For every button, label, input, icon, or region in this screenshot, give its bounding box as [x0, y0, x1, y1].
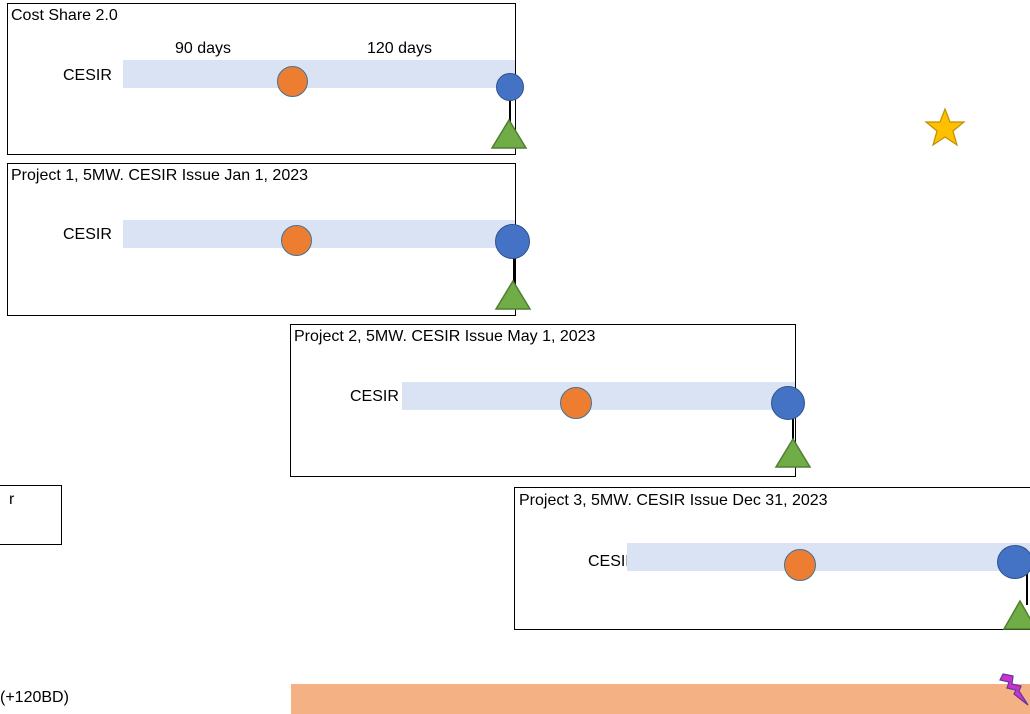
milestone-triangle	[494, 279, 532, 310]
milestone-triangle	[1002, 599, 1030, 630]
header-label-120-days: 120 days	[367, 40, 432, 57]
header-label-90-days: 90 days	[175, 40, 232, 57]
timeline-band	[291, 684, 1030, 714]
cesir-bar	[123, 220, 515, 248]
row-label-cesir: CESIR	[63, 226, 112, 243]
lightning-icon	[999, 673, 1029, 706]
row-label-cesir: CESIR	[350, 388, 399, 405]
box-title: Project 2, 5MW. CESIR Issue May 1, 2023	[294, 328, 596, 345]
milestone-end-circle	[495, 224, 530, 259]
milestone-end-circle	[997, 545, 1030, 579]
partial-box: r	[0, 485, 62, 545]
milestone-triangle	[774, 437, 812, 468]
milestone-line	[509, 85, 511, 125]
milestone-end-circle	[771, 386, 805, 420]
milestone-mid-circle	[277, 66, 308, 97]
milestone-line	[792, 410, 794, 445]
cesir-bar	[627, 543, 1030, 571]
milestone-line	[1026, 570, 1028, 605]
row-label-cesir: CESIR	[588, 553, 637, 570]
milestone-end-circle	[496, 73, 524, 101]
milestone-triangle	[490, 118, 528, 149]
box-title: Project 3, 5MW. CESIR Issue Dec 31, 2023	[519, 492, 828, 509]
milestone-mid-circle	[560, 387, 592, 419]
box-title: Cost Share 2.0	[11, 7, 118, 24]
cesir-bar	[123, 60, 515, 88]
row-label-cesir: CESIR	[63, 67, 112, 84]
bottom-label: (+120BD)	[0, 689, 69, 706]
cesir-bar	[402, 382, 795, 410]
box-title: Project 1, 5MW. CESIR Issue Jan 1, 2023	[11, 167, 309, 184]
star-icon	[924, 107, 966, 147]
milestone-line	[513, 250, 515, 285]
partial-box-text: r	[9, 491, 15, 508]
milestone-mid-circle	[281, 225, 312, 256]
milestone-mid-circle	[784, 549, 816, 581]
